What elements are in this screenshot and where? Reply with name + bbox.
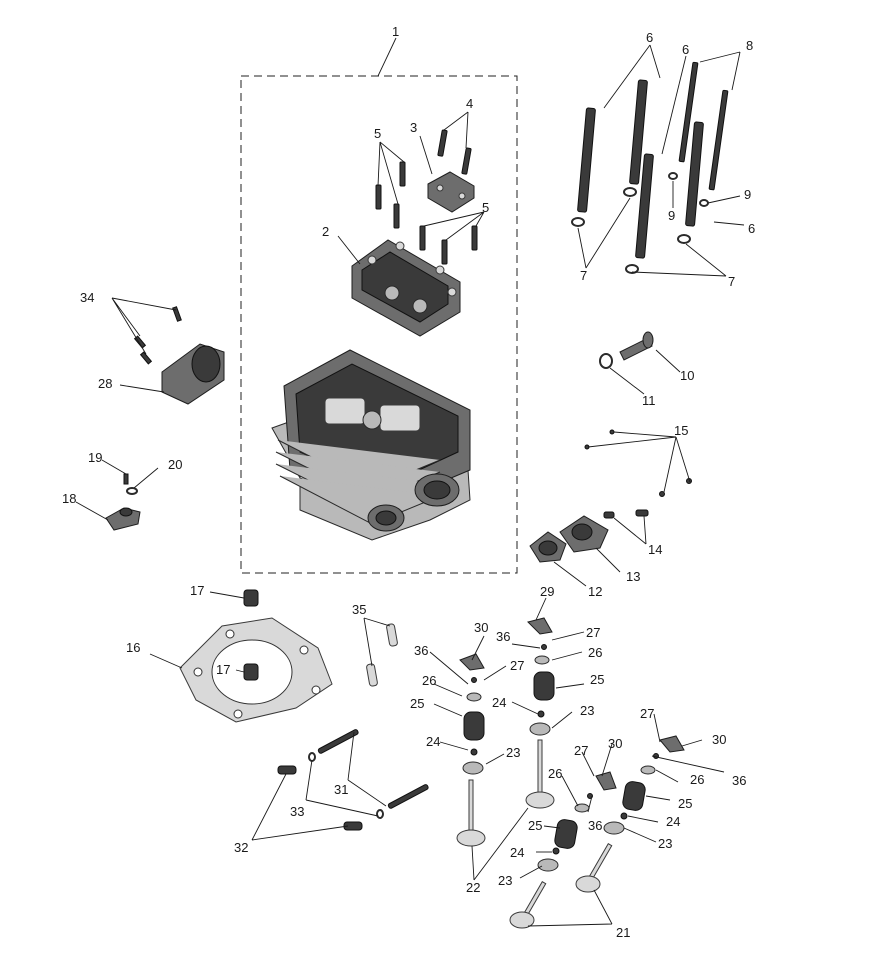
callout-9a: 9 [744,187,751,202]
intake-manifold [133,306,225,405]
callout-24b: 24 [426,734,440,749]
callout-35: 35 [352,602,366,617]
callout-27d: 27 [574,743,588,758]
callout-labels: 1 2 3 4 5 5 6 6 6 7 7 8 9 9 10 11 12 13 … [62,24,755,940]
callout-24c: 24 [666,814,680,829]
callout-36b: 36 [414,643,428,658]
callout-28: 28 [98,376,112,391]
decompressor-shaft [599,331,654,369]
callout-30b: 30 [712,732,726,747]
dowel-pins [366,623,398,687]
callout-12: 12 [588,584,602,599]
callout-6b: 6 [682,42,689,57]
callout-33: 33 [290,804,304,819]
callout-6c: 6 [748,221,755,236]
callout-36a: 36 [496,629,510,644]
cam-cap [427,171,475,213]
callout-26b: 26 [422,673,436,688]
callout-32: 32 [234,840,248,855]
camshaft-carrier [351,239,461,337]
kit-boundary [240,75,518,574]
callout-27a: 27 [586,625,600,640]
sensor-assembly [105,473,141,531]
callout-24d: 24 [510,845,524,860]
callout-13: 13 [626,569,640,584]
callout-27b: 27 [510,658,524,673]
callout-10: 10 [680,368,694,383]
callout-17b: 17 [216,662,230,677]
callout-21: 21 [616,925,630,940]
washers [571,172,709,274]
callout-3: 3 [410,120,417,135]
callout-1: 1 [392,24,399,39]
callout-22: 22 [466,880,480,895]
callout-30c: 30 [608,736,622,751]
callout-9b: 9 [668,208,675,223]
callout-4: 4 [466,96,473,111]
callout-14: 14 [648,542,662,557]
callout-23b: 23 [506,745,520,760]
leader-lines [75,37,745,927]
callout-23d: 23 [498,873,512,888]
callout-8: 8 [746,38,753,53]
callout-34: 34 [80,290,94,305]
cylinder-head [271,349,471,541]
coolant-fittings [529,429,692,563]
callout-24a: 24 [492,695,506,710]
callout-25c: 25 [678,796,692,811]
callout-25a: 25 [590,672,604,687]
callout-25d: 25 [528,818,542,833]
callout-7a: 7 [580,268,587,283]
callout-26c: 26 [690,772,704,787]
rocker-shafts [277,729,429,831]
valve-train [456,617,685,929]
callout-31: 31 [334,782,348,797]
callout-36d: 36 [588,818,602,833]
callout-17a: 17 [190,583,204,598]
callout-25b: 25 [410,696,424,711]
head-gasket [179,589,333,723]
callout-18: 18 [62,491,76,506]
callout-6a: 6 [646,30,653,45]
callout-5b: 5 [482,200,489,215]
head-bolts [577,61,729,259]
callout-16: 16 [126,640,140,655]
callout-23a: 23 [580,703,594,718]
callout-19: 19 [88,450,102,465]
callout-2: 2 [322,224,329,239]
callout-27c: 27 [640,706,654,721]
callout-29: 29 [540,584,554,599]
callout-26d: 26 [548,766,562,781]
callout-15: 15 [674,423,688,438]
callout-36c: 36 [732,773,746,788]
callout-20: 20 [168,457,182,472]
cap-bolts [375,129,478,265]
callout-5a: 5 [374,126,381,141]
callout-26a: 26 [588,645,602,660]
callout-30a: 30 [474,620,488,635]
callout-23c: 23 [658,836,672,851]
callout-7b: 7 [728,274,735,289]
callout-11: 11 [642,393,656,408]
